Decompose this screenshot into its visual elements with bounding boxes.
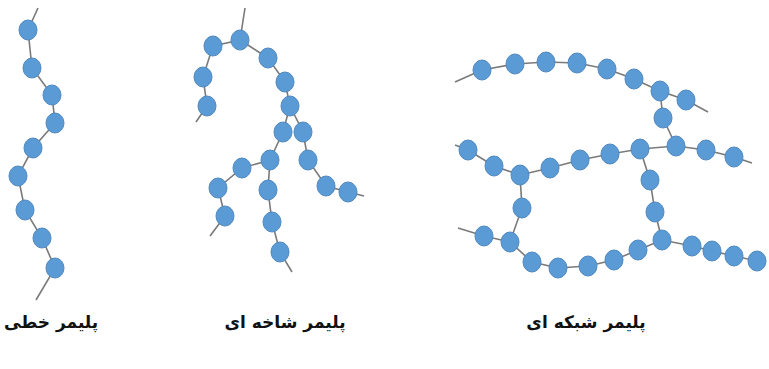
monomer bbox=[579, 256, 597, 276]
chain-bond bbox=[290, 106, 364, 196]
chain-bond bbox=[196, 8, 245, 122]
monomer bbox=[541, 158, 559, 178]
monomer bbox=[19, 20, 37, 40]
chain-bond bbox=[18, 8, 55, 300]
monomer bbox=[216, 206, 234, 226]
monomer bbox=[703, 241, 721, 261]
monomer bbox=[549, 258, 567, 278]
monomer bbox=[231, 30, 249, 50]
monomer bbox=[259, 48, 277, 68]
monomer bbox=[33, 228, 51, 248]
monomer bbox=[274, 122, 292, 142]
monomer bbox=[725, 147, 743, 167]
monomer bbox=[23, 58, 41, 78]
monomer bbox=[537, 52, 555, 72]
monomer bbox=[473, 60, 491, 80]
monomer bbox=[683, 236, 701, 256]
monomer bbox=[748, 251, 766, 271]
monomer bbox=[523, 252, 541, 272]
monomer bbox=[511, 165, 529, 185]
monomer bbox=[204, 36, 222, 56]
monomer bbox=[459, 140, 477, 160]
monomer bbox=[46, 258, 64, 278]
monomer bbox=[24, 138, 42, 158]
monomer bbox=[601, 144, 619, 164]
linear-chain bbox=[9, 8, 64, 300]
monomer bbox=[299, 150, 317, 170]
monomer bbox=[654, 108, 672, 128]
monomer bbox=[198, 96, 216, 116]
monomer bbox=[43, 85, 61, 105]
monomer bbox=[233, 158, 251, 178]
monomer bbox=[475, 226, 493, 246]
monomer bbox=[646, 202, 664, 222]
monomer bbox=[485, 156, 503, 176]
monomer bbox=[271, 242, 289, 262]
monomer bbox=[9, 166, 27, 186]
monomer bbox=[605, 250, 623, 270]
monomer bbox=[501, 232, 519, 252]
monomer bbox=[317, 176, 335, 196]
monomer bbox=[513, 198, 531, 218]
monomer bbox=[16, 200, 34, 220]
chain-bond bbox=[640, 149, 662, 240]
monomer bbox=[209, 178, 227, 198]
monomer bbox=[653, 230, 671, 250]
monomer bbox=[339, 182, 357, 202]
monomer bbox=[725, 246, 743, 266]
monomer bbox=[263, 212, 281, 232]
monomer bbox=[506, 54, 524, 74]
monomer bbox=[46, 113, 64, 133]
monomer bbox=[276, 72, 294, 92]
monomer bbox=[571, 150, 589, 170]
monomer bbox=[641, 170, 659, 190]
polymer-type-label: پلیمر شبکه ای bbox=[526, 312, 645, 332]
monomer bbox=[625, 69, 643, 89]
monomer bbox=[259, 180, 277, 200]
polymer-type-label: پلیمر شاخه ای bbox=[224, 312, 345, 332]
monomer bbox=[598, 59, 616, 79]
polymer-type-label: پلیمر خطی bbox=[4, 312, 98, 332]
monomer bbox=[697, 140, 715, 160]
monomer bbox=[568, 53, 586, 73]
monomer bbox=[281, 96, 299, 116]
monomer bbox=[667, 136, 685, 156]
monomer bbox=[261, 150, 279, 170]
monomer bbox=[677, 90, 695, 110]
network-chain bbox=[455, 52, 766, 278]
branched-chain bbox=[194, 8, 364, 272]
monomer bbox=[294, 122, 312, 142]
monomer bbox=[629, 240, 647, 260]
monomer bbox=[651, 81, 669, 101]
monomer bbox=[194, 67, 212, 87]
monomer bbox=[631, 139, 649, 159]
